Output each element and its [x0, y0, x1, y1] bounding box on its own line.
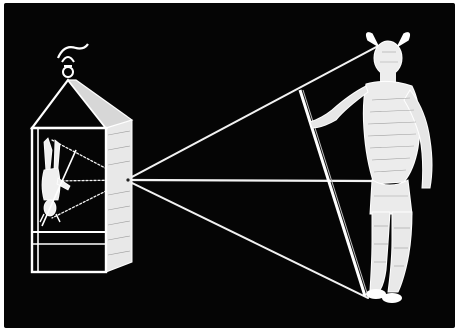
projection-rays [52, 45, 380, 298]
figure-leg-left [370, 212, 390, 290]
box-side-wall [106, 120, 132, 272]
box-front-frame [32, 128, 106, 272]
figure-leg-right [388, 212, 412, 292]
ray-middle [130, 180, 372, 181]
figure-hips [370, 180, 412, 214]
roof-side [68, 80, 132, 128]
horned-figure [300, 33, 432, 303]
camera-box [32, 44, 132, 272]
inverted-projected-figure [40, 138, 70, 222]
figure-foot-right [382, 293, 402, 303]
figure-arm-left [310, 86, 368, 128]
ray-bottom [130, 182, 368, 298]
roof-finial [58, 44, 88, 77]
figure-head [374, 41, 402, 75]
pinhole [126, 178, 129, 181]
